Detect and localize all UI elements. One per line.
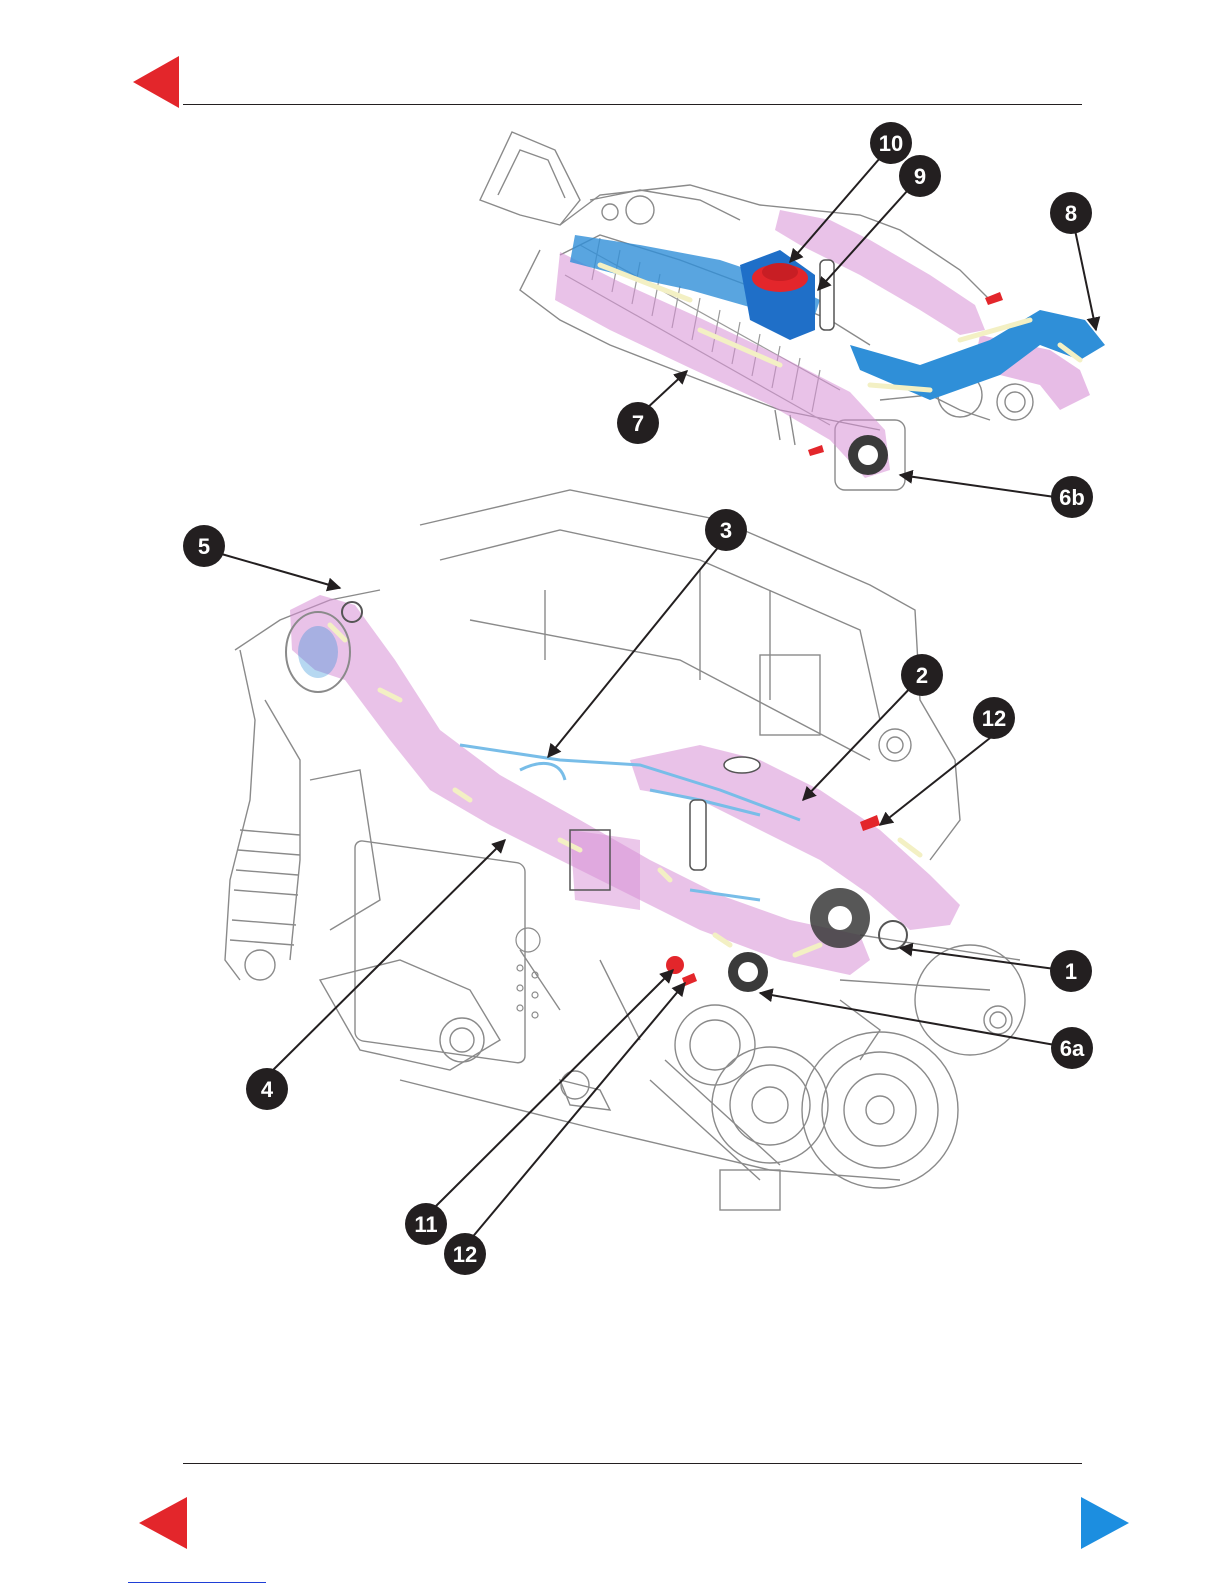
callout-2: 2 <box>901 654 943 696</box>
svg-text:11: 11 <box>414 1212 437 1237</box>
svg-text:12: 12 <box>982 706 1006 731</box>
svg-text:7: 7 <box>632 411 644 436</box>
svg-text:12: 12 <box>453 1242 477 1267</box>
callout-11: 11 <box>405 1203 447 1245</box>
svg-text:8: 8 <box>1065 201 1077 226</box>
callout-6a: 6a <box>1051 1027 1093 1069</box>
callout-1: 1 <box>1050 950 1092 992</box>
callout-12-lower: 12 <box>444 1233 486 1275</box>
svg-text:5: 5 <box>198 534 210 559</box>
svg-text:1: 1 <box>1065 959 1077 984</box>
svg-text:10: 10 <box>879 131 903 156</box>
svg-text:6b: 6b <box>1059 485 1085 510</box>
callout-7: 7 <box>617 402 659 444</box>
callout-6b: 6b <box>1051 476 1093 518</box>
svg-text:3: 3 <box>720 518 732 543</box>
svg-text:9: 9 <box>914 164 926 189</box>
callout-4: 4 <box>246 1068 288 1110</box>
callout-8: 8 <box>1050 192 1092 234</box>
svg-text:2: 2 <box>916 663 928 688</box>
engine-illustration <box>225 490 1025 1210</box>
callout-3: 3 <box>705 509 747 551</box>
svg-text:6a: 6a <box>1060 1036 1085 1061</box>
manifold-illustration <box>480 132 1105 490</box>
callout-10: 10 <box>870 122 912 164</box>
callout-5: 5 <box>183 525 225 567</box>
callout-9: 9 <box>899 155 941 197</box>
callout-12-upper: 12 <box>973 697 1015 739</box>
svg-text:4: 4 <box>261 1077 274 1102</box>
